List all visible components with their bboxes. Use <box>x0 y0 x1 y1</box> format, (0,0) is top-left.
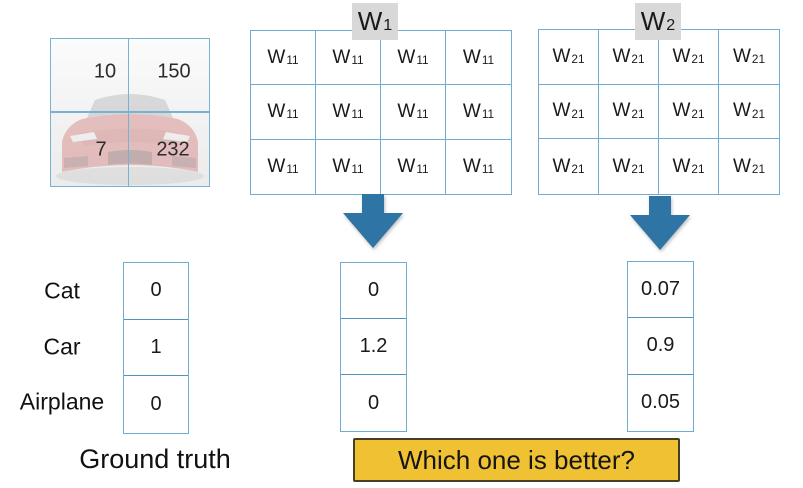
w2-title-text: W <box>640 6 666 36</box>
w1-score-cat: 0 <box>341 263 406 319</box>
question-text: Which one is better? <box>397 444 635 475</box>
w1-scores-vector: 0 1.2 0 <box>340 262 407 432</box>
ground-truth-car: 1 <box>124 320 188 377</box>
ground-truth-airplane: 0 <box>150 393 162 416</box>
pixel-value: 10 <box>93 60 117 83</box>
ground-truth-cat: 0 <box>124 263 188 320</box>
car-image: 10 150 7 232 <box>50 38 210 187</box>
w2-title-subscript: 2 <box>666 15 676 34</box>
w1-score-car: 1.2 <box>341 319 406 375</box>
w2-scores-vector: 0.07 0.9 0.05 <box>627 261 694 432</box>
w1-title-subscript: 1 <box>383 15 393 34</box>
pixel-value: 232 <box>156 138 190 161</box>
class-label-car: Car <box>43 333 81 360</box>
question-banner: Which one is better? <box>353 438 680 482</box>
pixel-grid <box>50 38 210 187</box>
ground-truth-caption: Ground truth <box>79 444 231 474</box>
w1-score-airplane: 0 <box>367 391 380 414</box>
ground-truth-vector: 0 1 0 <box>123 262 189 434</box>
pixel-grid-hline <box>51 111 209 113</box>
class-label-airplane: Airplane <box>19 388 105 415</box>
w2-score-cat: 0.07 <box>628 262 693 319</box>
pixel-value: 150 <box>157 60 191 83</box>
w2-score-airplane: 0.05 <box>641 391 680 414</box>
arrow-down-icon <box>343 194 403 248</box>
pixel-value: 7 <box>95 138 107 161</box>
w1-title-text: W <box>357 6 383 36</box>
w2-score-car: 0.9 <box>628 318 693 375</box>
arrow-down-icon <box>630 196 690 250</box>
class-label-cat: Cat <box>44 277 80 304</box>
